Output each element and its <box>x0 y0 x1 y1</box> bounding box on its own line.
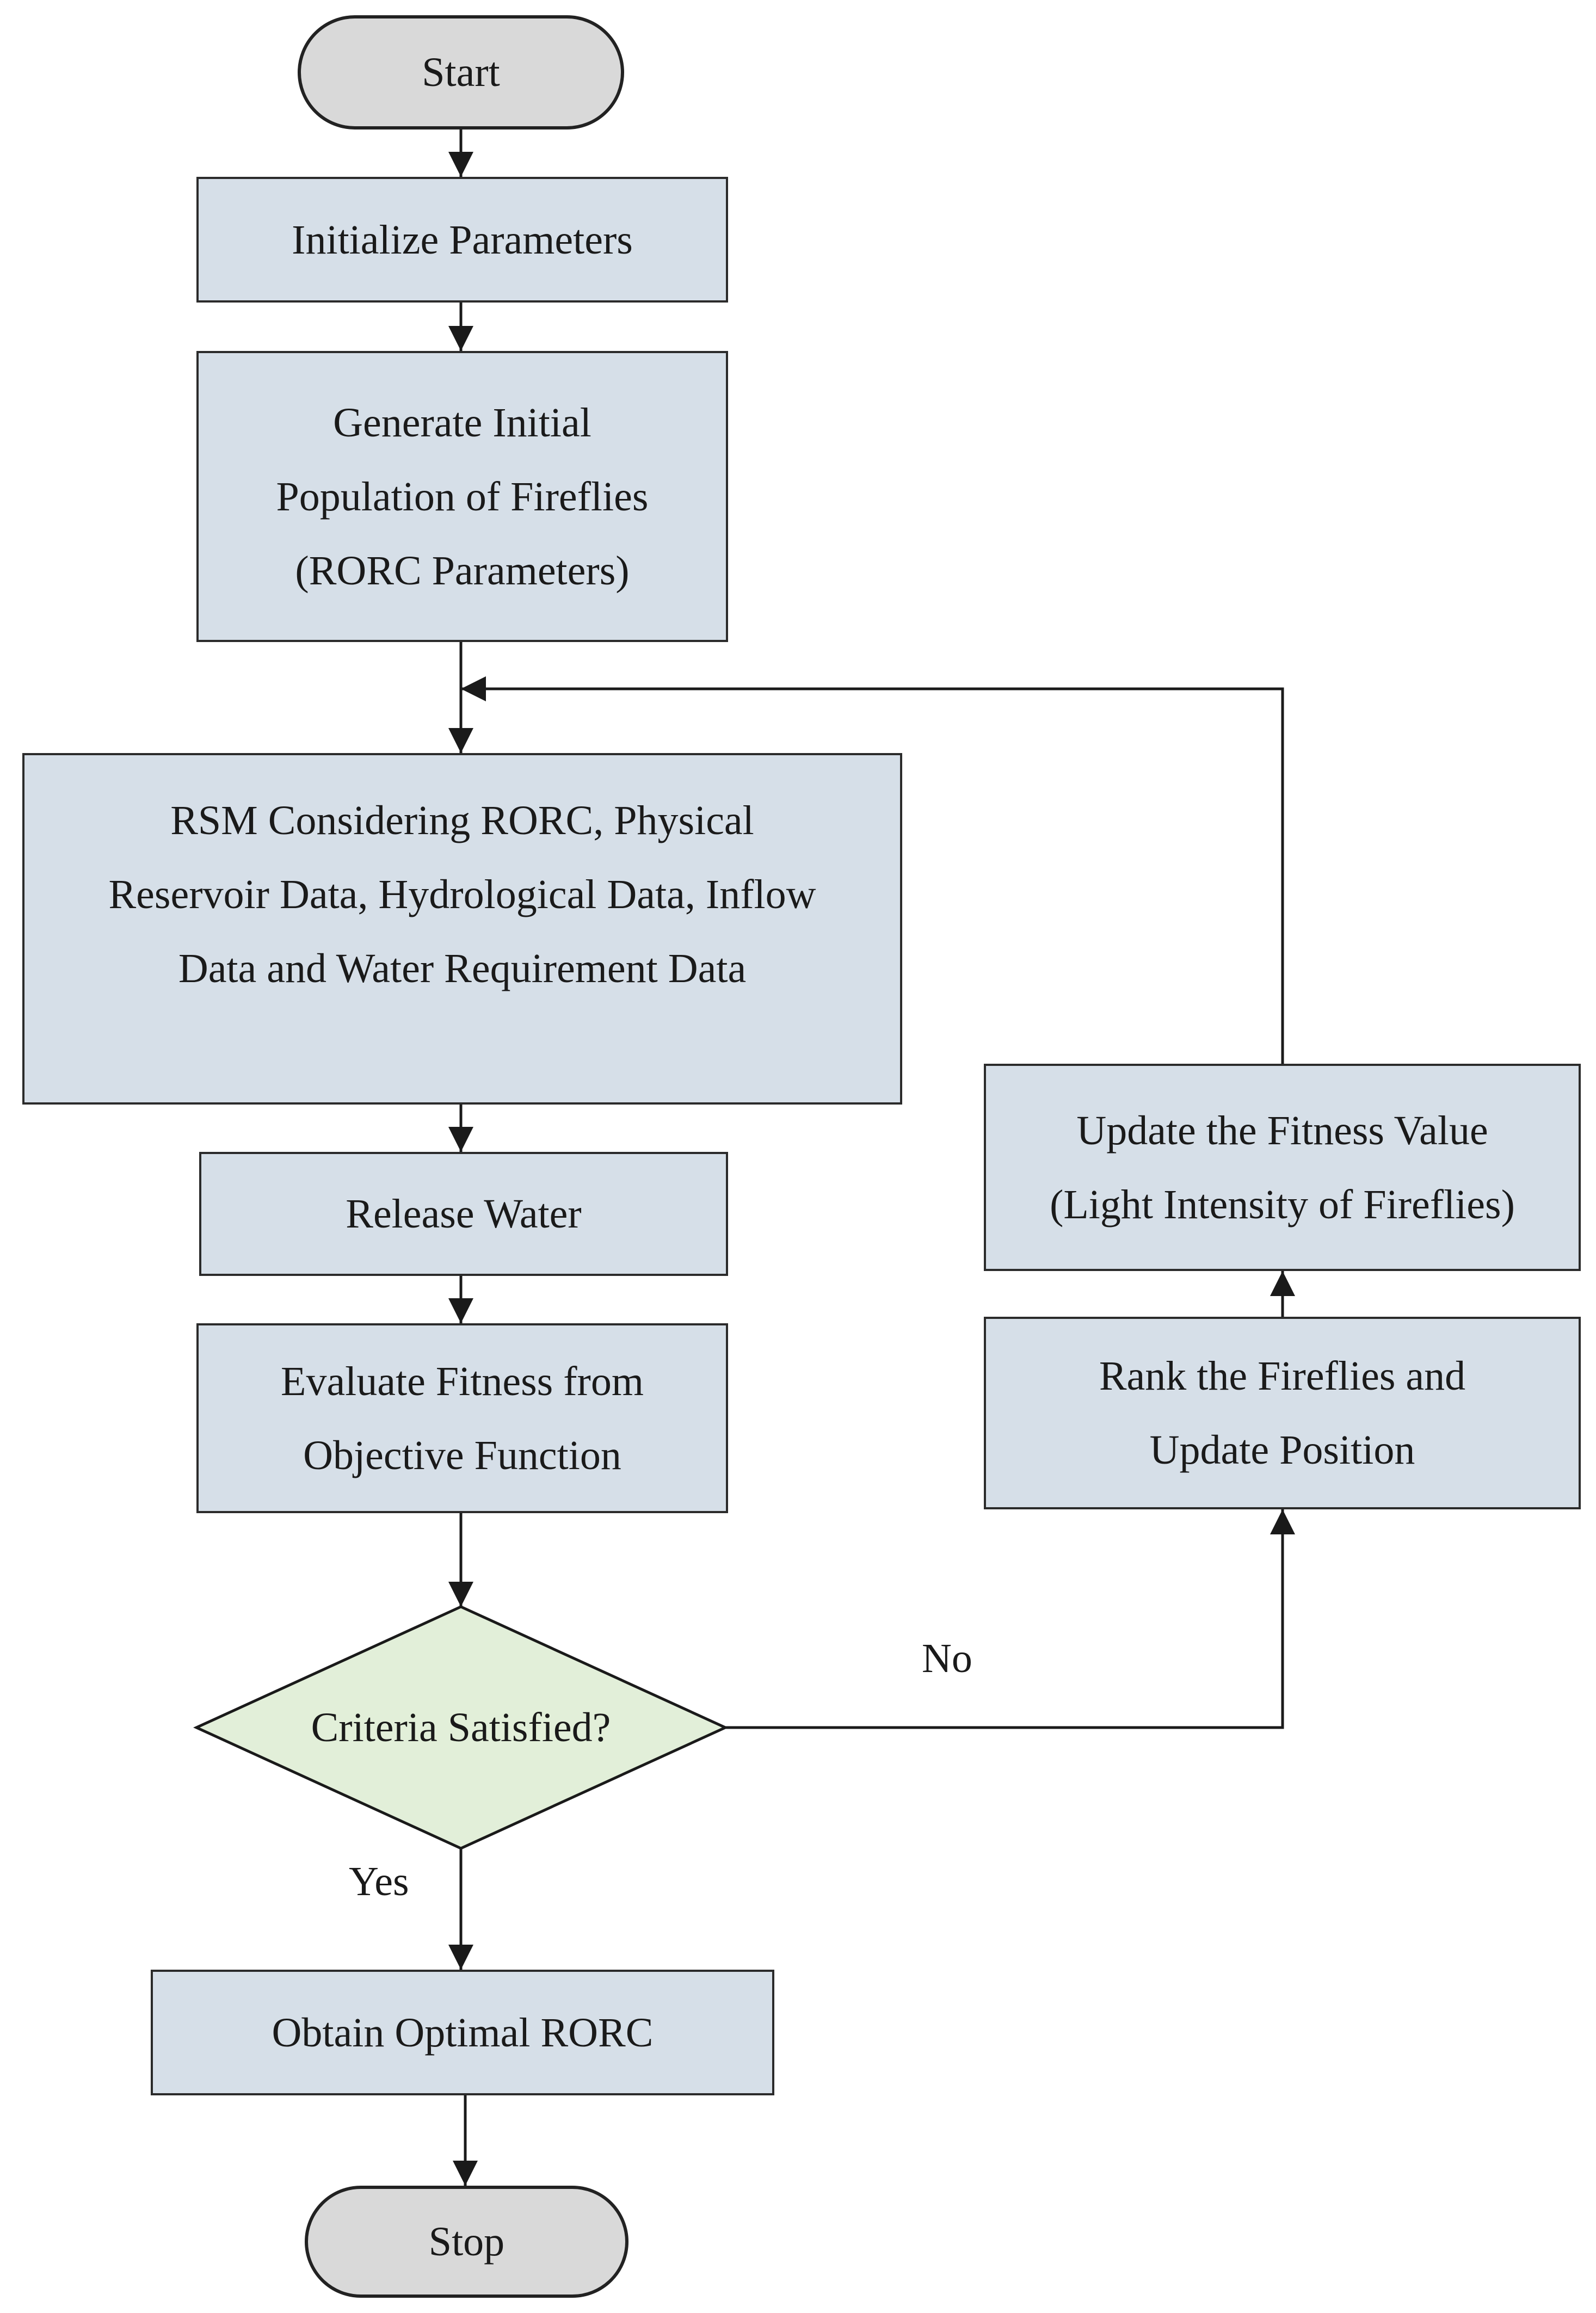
generate-population-line-2: Population of Fireflies <box>276 473 649 520</box>
generate-population-box: Generate Initial Population of Fireflies… <box>196 351 728 642</box>
release-water-box: Release Water <box>199 1152 728 1276</box>
update-fitness-line-1: Update the Fitness Value <box>1076 1107 1488 1154</box>
rsm-box: RSM Considering RORC, Physical Reservoir… <box>22 753 902 1105</box>
evaluate-fitness-box: Evaluate Fitness from Objective Function <box>196 1323 728 1513</box>
release-water-label: Release Water <box>346 1191 582 1237</box>
start-label: Start <box>422 50 500 95</box>
obtain-optimal-rorc-box: Obtain Optimal RORC <box>151 1970 774 2095</box>
rank-fireflies-line-2: Update Position <box>1149 1427 1415 1473</box>
evaluate-fitness-line-2: Objective Function <box>303 1432 621 1478</box>
rsm-line-2: Reservoir Data, Hydrological Data, Inflo… <box>108 872 816 917</box>
initialize-parameters-label: Initialize Parameters <box>292 217 633 263</box>
yes-label: Yes <box>349 1859 409 1904</box>
update-fitness-line-2: (Light Intensity of Fireflies) <box>1050 1181 1515 1228</box>
edge-update-loop-back <box>461 676 1284 1064</box>
rsm-line-3: Data and Water Requirement Data <box>178 946 747 991</box>
update-fitness-box: Update the Fitness Value (Light Intensit… <box>984 1064 1581 1271</box>
obtain-optimal-rorc-label: Obtain Optimal RORC <box>272 2009 654 2056</box>
rank-fireflies-line-1: Rank the Fireflies and <box>1099 1353 1466 1399</box>
decision-diamond <box>193 1605 729 1850</box>
evaluate-fitness-line-1: Evaluate Fitness from <box>281 1358 644 1404</box>
generate-population-line-1: Generate Initial <box>333 399 591 446</box>
rsm-line-1: RSM Considering RORC, Physical <box>170 798 754 843</box>
edge-criteria-no-to-rank <box>725 1509 1295 1729</box>
no-label: No <box>922 1636 972 1681</box>
stop-terminal: Stop <box>305 2186 628 2298</box>
start-terminal: Start <box>298 15 624 129</box>
criteria-satisfied-label: Criteria Satisfied? <box>311 1704 611 1750</box>
rank-fireflies-box: Rank the Fireflies and Update Position <box>984 1317 1581 1509</box>
stop-label: Stop <box>428 2219 505 2265</box>
initialize-parameters-box: Initialize Parameters <box>196 177 728 303</box>
generate-population-line-3: (RORC Parameters) <box>295 547 630 594</box>
